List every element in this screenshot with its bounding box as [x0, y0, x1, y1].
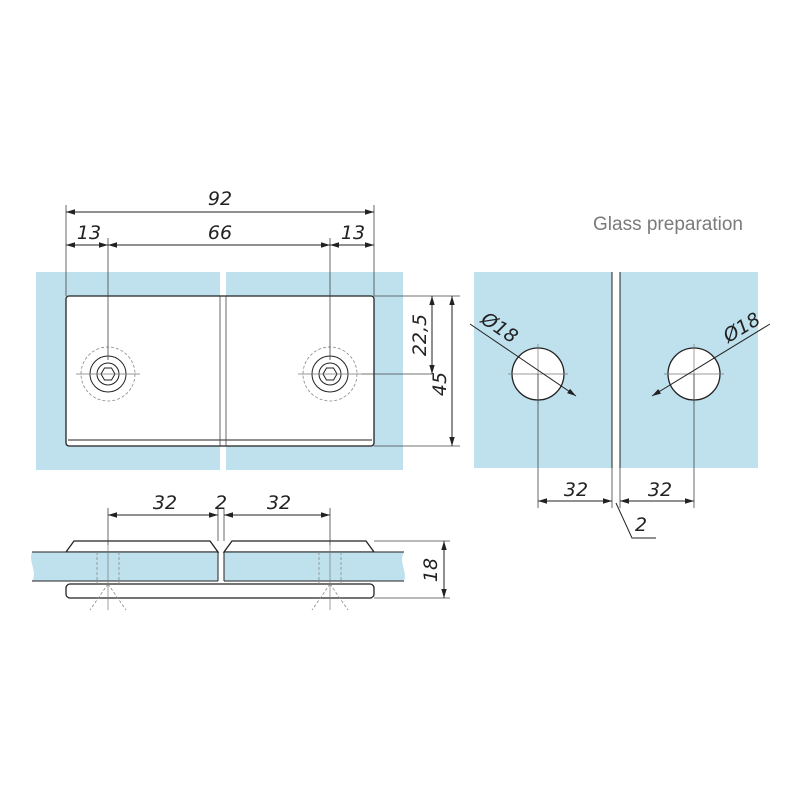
dim-line-prep-gap: [615, 502, 656, 539]
glass-side-right: [224, 552, 405, 581]
glass-side-left: [31, 552, 219, 581]
dim-plate-height: 45: [429, 372, 451, 396]
dim-side-offset-left: 32: [153, 492, 177, 514]
dim-prep-offset-right: 32: [648, 479, 672, 501]
dim-line-hole-diameter-right: [651, 323, 771, 397]
dim-edge-right: 13: [341, 222, 365, 244]
dim-prep-offset-left: 32: [564, 479, 588, 501]
bottom-plate: [65, 583, 375, 599]
dim-overall-width: 92: [208, 188, 232, 210]
dim-prep-gap: 2: [635, 514, 647, 536]
top-plate-right: [222, 540, 376, 553]
dim-hole-center-height: 22,5: [409, 314, 431, 356]
dim-hole-spacing: 66: [208, 222, 232, 244]
glass-preparation-view: Glass preparation Ø18 Ø18 32 32: [469, 214, 771, 539]
dim-line-hole-diameter-left: [469, 323, 577, 397]
clamp-plate: [65, 295, 375, 447]
side-view: 32 2 32 18: [31, 492, 450, 611]
dim-side-offset-right: 32: [267, 492, 291, 514]
glass-preparation-title: Glass preparation: [593, 214, 743, 235]
dim-edge-left: 13: [77, 222, 101, 244]
front-view: 92 13 66 13 22,5 45: [36, 188, 460, 470]
dim-side-gap: 2: [215, 492, 227, 514]
top-plate-left: [64, 540, 220, 553]
dim-glass-thickness: 18: [420, 558, 442, 582]
